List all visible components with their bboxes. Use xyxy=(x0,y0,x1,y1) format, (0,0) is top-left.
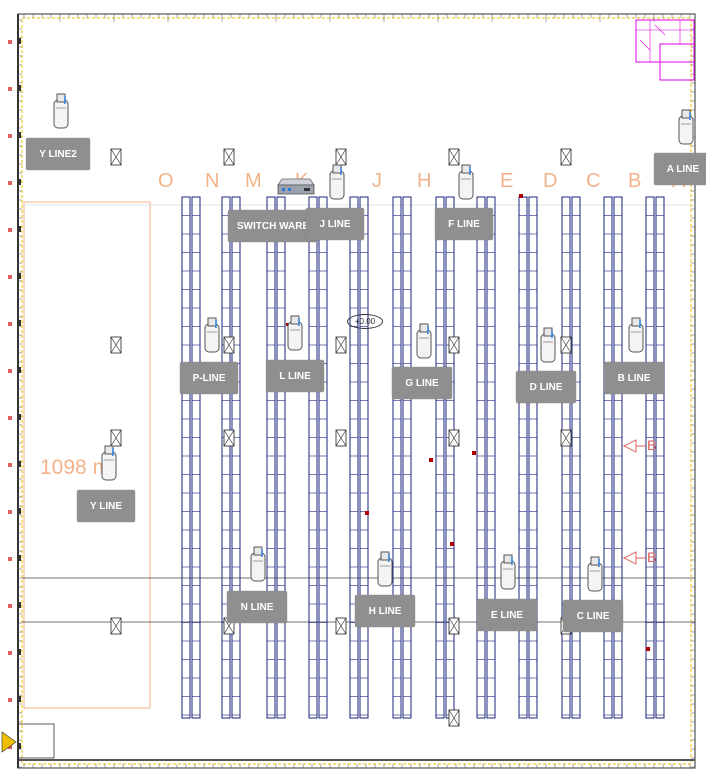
rack-column xyxy=(613,196,623,719)
rack-column xyxy=(191,196,201,719)
rack-column xyxy=(349,196,359,719)
y-line-area xyxy=(23,201,151,709)
building-outline xyxy=(17,13,696,769)
rack-column xyxy=(402,196,412,719)
grid-letter: B xyxy=(628,170,642,192)
grid-letter: M xyxy=(245,170,262,192)
rack-column xyxy=(645,196,655,719)
rack-column xyxy=(266,196,276,719)
rack-column xyxy=(359,196,369,719)
section-mark: B xyxy=(647,549,657,565)
office-room xyxy=(635,19,695,81)
line-label-l-line[interactable]: L LINE xyxy=(266,360,324,392)
rack-column xyxy=(231,196,241,719)
rack-column xyxy=(392,196,402,719)
rack-column xyxy=(476,196,486,719)
robot-agv-icon[interactable] xyxy=(414,322,434,362)
line-label-p-line[interactable]: P-LINE xyxy=(180,362,238,394)
section-mark: B xyxy=(647,437,657,453)
pillar xyxy=(110,336,122,354)
line-label-g-line[interactable]: G LINE xyxy=(392,367,452,399)
line-label-c-line[interactable]: C LINE xyxy=(563,600,623,632)
robot-agv-icon[interactable] xyxy=(375,550,395,590)
entrance-marker xyxy=(1,723,55,759)
pillar xyxy=(223,336,235,354)
rack-column xyxy=(571,196,581,719)
pillar xyxy=(223,148,235,166)
rack-column xyxy=(318,196,328,719)
rack-column xyxy=(445,196,455,719)
pillar xyxy=(448,429,460,447)
grid-letter: D xyxy=(543,170,558,192)
robot-agv-icon[interactable] xyxy=(498,553,518,593)
line-label-f-line[interactable]: F LINE xyxy=(435,208,493,240)
pillar xyxy=(560,336,572,354)
pillar xyxy=(448,336,460,354)
pillar xyxy=(560,429,572,447)
rack-column xyxy=(655,196,665,719)
area-value: 1098 xyxy=(40,456,87,479)
pillar xyxy=(110,617,122,635)
building-wall xyxy=(21,17,692,765)
rack-column xyxy=(528,196,538,719)
line-label-y-line2[interactable]: Y LINE2 xyxy=(26,138,90,170)
pillars xyxy=(110,148,572,727)
switch-server-icon[interactable] xyxy=(276,175,316,197)
rack-column xyxy=(486,196,496,719)
pillar xyxy=(110,429,122,447)
grid-letter: C xyxy=(586,170,601,192)
line-label-h-line[interactable]: H LINE xyxy=(355,595,415,627)
section-arrows xyxy=(622,439,646,565)
rack-column xyxy=(221,196,231,719)
line-label-d-line[interactable]: D LINE xyxy=(516,371,576,403)
grid-letter: N xyxy=(205,170,220,192)
robot-agv-icon[interactable] xyxy=(676,108,696,148)
robot-agv-icon[interactable] xyxy=(327,163,347,203)
grid-letter: J xyxy=(372,170,382,192)
line-label-a-line[interactable]: A LINE xyxy=(654,153,706,185)
line-label-n-line[interactable]: N LINE xyxy=(227,591,287,623)
rack-column xyxy=(561,196,571,719)
robot-agv-icon[interactable] xyxy=(626,316,646,356)
rack-column xyxy=(603,196,613,719)
robot-agv-icon[interactable] xyxy=(202,316,222,356)
robot-agv-icon[interactable] xyxy=(538,326,558,366)
robot-agv-icon[interactable] xyxy=(51,92,71,132)
line-label-e-line[interactable]: E LINE xyxy=(477,599,537,631)
pillar xyxy=(560,148,572,166)
pillar xyxy=(448,148,460,166)
rack-column xyxy=(181,196,191,719)
robot-agv-icon[interactable] xyxy=(585,555,605,595)
rack-rows xyxy=(181,196,665,719)
level-mark: +0.00 xyxy=(347,314,383,329)
rack-column xyxy=(435,196,445,719)
pillar xyxy=(223,429,235,447)
robot-agv-icon[interactable] xyxy=(99,444,119,484)
pillar xyxy=(335,429,347,447)
rack-column xyxy=(518,196,528,719)
grid-letter: O xyxy=(158,170,174,192)
red-markers xyxy=(286,194,650,651)
line-label-j-line[interactable]: J LINE xyxy=(306,208,364,240)
pillar xyxy=(335,336,347,354)
rack-column xyxy=(276,196,286,719)
rack-column xyxy=(308,196,318,719)
ruler-ticks xyxy=(8,14,695,768)
robot-agv-icon[interactable] xyxy=(248,545,268,585)
robot-agv-icon[interactable] xyxy=(456,163,476,203)
pillar xyxy=(448,617,460,635)
line-label-y-line[interactable]: Y LINE xyxy=(77,490,135,522)
pillar xyxy=(448,709,460,727)
pillar xyxy=(335,617,347,635)
line-label-b-line[interactable]: B LINE xyxy=(604,362,664,394)
robot-agv-icon[interactable] xyxy=(285,314,305,354)
grid-letter: H xyxy=(417,170,432,192)
grid-letter: E xyxy=(500,170,514,192)
pillar xyxy=(110,148,122,166)
line-label-switch-ware[interactable]: SWITCH WARE xyxy=(228,210,318,242)
